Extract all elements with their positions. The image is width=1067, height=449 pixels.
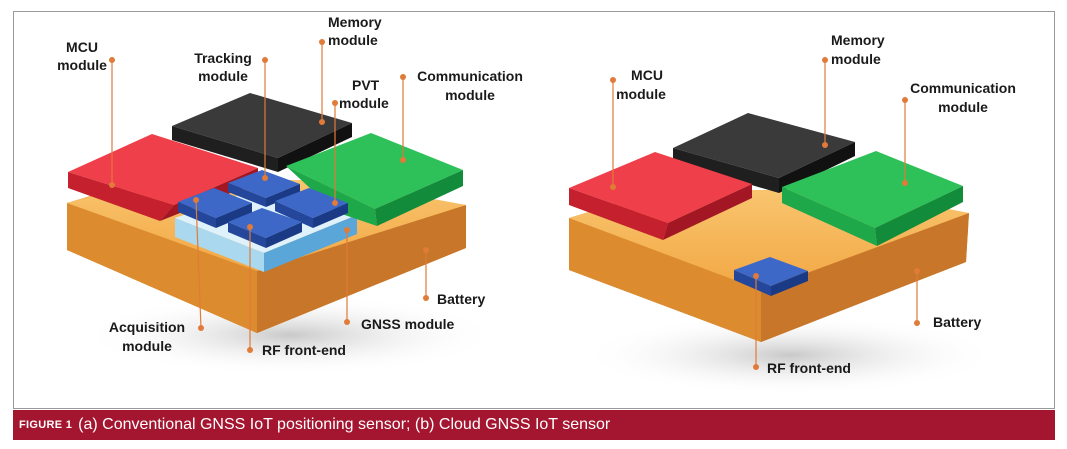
panel-b-communication-block: [782, 151, 963, 246]
label-a-gnss: GNSS module: [361, 316, 455, 332]
chip-pvt: [275, 188, 348, 228]
label-b-battery: Battery: [933, 314, 981, 330]
label-a-battery: Battery: [437, 291, 485, 307]
caption-text: (a) Conventional GNSS IoT positioning se…: [78, 416, 611, 433]
panel-b-shadow: [580, 315, 1000, 395]
panel-a-communication-block: [286, 133, 463, 226]
figure-caption: FIGURE 1 (a) Conventional GNSS IoT posit…: [13, 410, 1055, 440]
panel-a-leaders: [109, 39, 429, 353]
panel-a-chips: [178, 170, 348, 248]
chip-tracking: [228, 170, 300, 207]
chip-rf-front-end: [228, 208, 302, 248]
panel-a-memory-block: [172, 93, 352, 172]
panel-b-memory-block: [673, 113, 855, 193]
panel-b-chip-rf-front-end: [734, 257, 808, 296]
label-b-rf: RF front-end: [767, 360, 851, 376]
panel-b-leaders: [610, 57, 920, 370]
label-a-rf: RF front-end: [262, 342, 346, 358]
panel-a-shadow: [80, 295, 500, 375]
panel-b-mcu-block: [569, 152, 752, 240]
figure-number: FIGURE 1: [19, 419, 73, 431]
